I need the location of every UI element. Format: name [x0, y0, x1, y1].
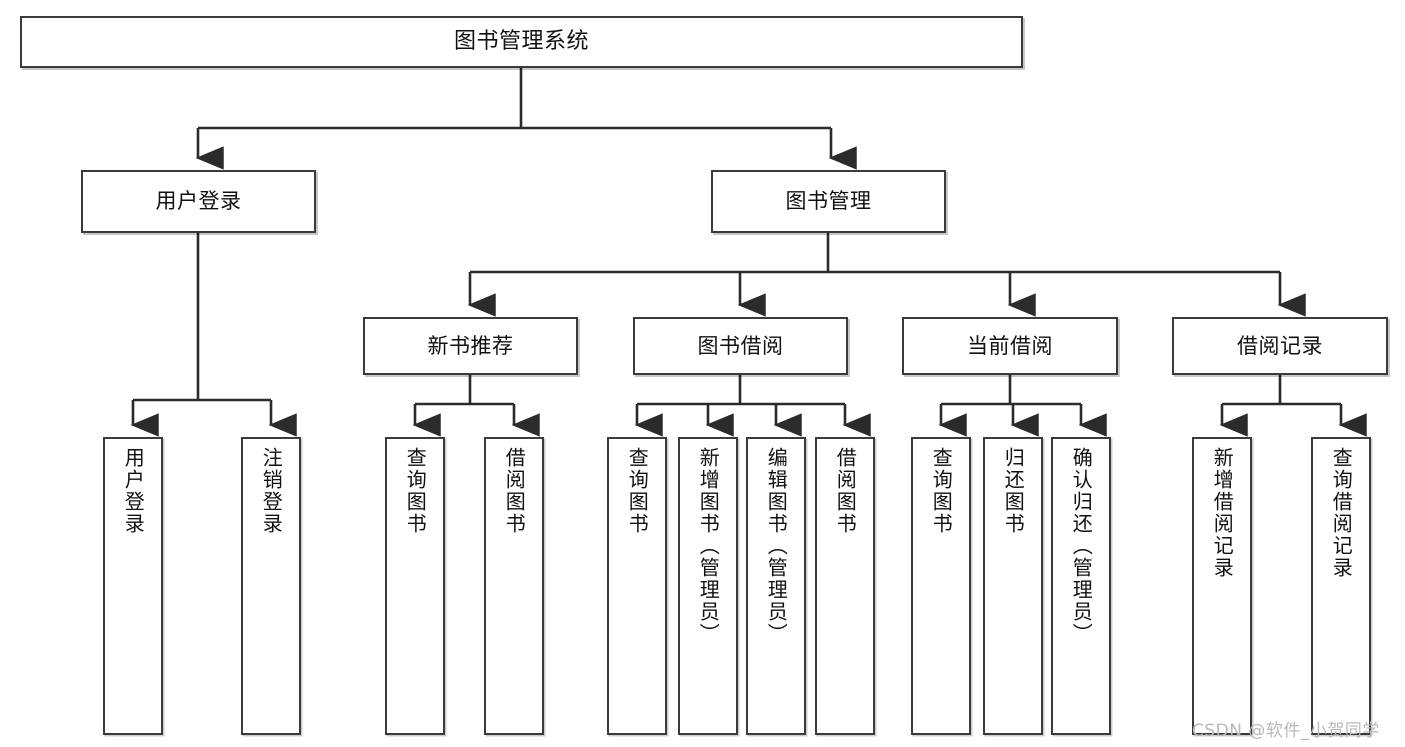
- node-user-login[interactable]: 用户登录: [81, 170, 316, 233]
- leaf-user-login[interactable]: 用户登录: [103, 437, 163, 735]
- csdn-watermark: CSDN @软件_小贺同学: [1192, 721, 1380, 741]
- node-label: 借阅记录: [1237, 333, 1323, 358]
- node-label: 新增图书（管理员）: [696, 447, 721, 645]
- node-label: 归还图书: [1001, 447, 1026, 535]
- node-label: 用户登录: [155, 189, 242, 214]
- node-label: 确认归还（管理员）: [1069, 447, 1094, 645]
- node-label: 借阅图书: [502, 447, 527, 535]
- leaf-query-book-recommend[interactable]: 查询图书: [385, 437, 445, 735]
- leaf-logout[interactable]: 注销登录: [241, 437, 301, 735]
- leaf-add-book-admin[interactable]: 新增图书（管理员）: [678, 437, 738, 735]
- node-borrow-record[interactable]: 借阅记录: [1172, 317, 1388, 375]
- node-label: 图书管理系统: [453, 29, 589, 55]
- node-label: 查询图书: [929, 447, 954, 535]
- node-label: 新书推荐: [427, 333, 514, 358]
- leaf-add-borrow-record[interactable]: 新增借阅记录: [1192, 437, 1252, 735]
- node-book-management[interactable]: 图书管理: [711, 170, 946, 233]
- leaf-return-book[interactable]: 归还图书: [983, 437, 1043, 735]
- leaf-query-borrow-record[interactable]: 查询借阅记录: [1311, 437, 1371, 735]
- node-label: 用户登录: [121, 447, 146, 535]
- node-label: 查询借阅记录: [1329, 447, 1354, 579]
- node-label: 图书管理: [785, 189, 872, 214]
- leaf-borrow-book[interactable]: 借阅图书: [815, 437, 875, 735]
- node-book-borrow[interactable]: 图书借阅: [633, 317, 848, 375]
- leaf-edit-book-admin[interactable]: 编辑图书（管理员）: [746, 437, 806, 735]
- leaf-query-book-current[interactable]: 查询图书: [911, 437, 971, 735]
- node-label: 图书借阅: [697, 333, 784, 358]
- node-label: 注销登录: [259, 447, 284, 535]
- node-label: 当前借阅: [967, 333, 1053, 358]
- node-label: 查询图书: [403, 447, 428, 535]
- node-root[interactable]: 图书管理系统: [20, 16, 1023, 68]
- leaf-confirm-return-admin[interactable]: 确认归还（管理员）: [1051, 437, 1111, 735]
- node-label: 查询图书: [625, 447, 650, 535]
- leaf-borrow-book-recommend[interactable]: 借阅图书: [484, 437, 544, 735]
- leaf-query-book[interactable]: 查询图书: [607, 437, 667, 735]
- node-new-book-recommend[interactable]: 新书推荐: [363, 317, 578, 375]
- node-label: 编辑图书（管理员）: [764, 447, 789, 645]
- node-current-borrow[interactable]: 当前借阅: [902, 317, 1118, 375]
- node-label: 借阅图书: [833, 447, 858, 535]
- node-label: 新增借阅记录: [1210, 447, 1235, 579]
